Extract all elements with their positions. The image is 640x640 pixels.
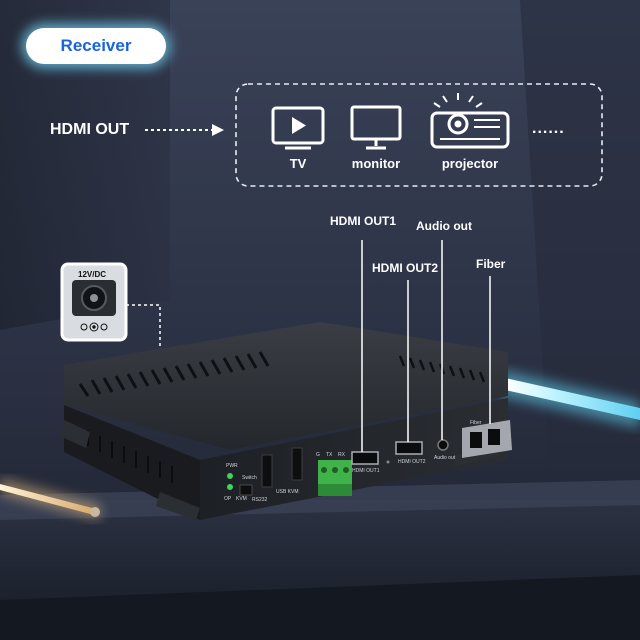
tv-icon [271,106,325,150]
port-label-hdmi-out1: HDMI OUT1 [330,214,396,228]
receiver-device [60,322,512,520]
marking-fiber: Fiber [470,420,482,426]
cyan-light-bar [500,370,640,428]
marking-pwr: PWR [226,463,238,469]
marking-rx: RX [338,452,345,458]
warm-light-rod [0,478,100,520]
monitor-icon [350,105,402,150]
hdmi-out-label: HDMI OUT [50,121,130,138]
rs232-terminal [318,460,352,496]
marking-audio-out: Audio out [434,455,456,461]
marking-tx: TX [326,452,333,458]
leader-lines [360,240,492,452]
port-label-fiber: Fiber [476,257,506,271]
power-label: 12V/DC [78,270,107,279]
marking-gnd: G [316,452,320,458]
sfp-module [462,420,512,458]
more-devices-label: ...... [532,120,565,137]
receiver-badge: Receiver [26,28,166,64]
dc-polarity-icon [80,322,108,332]
marking-switch: Switch [242,475,257,481]
marking-kvm: KVM [236,496,247,502]
marking-rs232: RS232 [252,497,268,503]
device-label-tv: TV [289,156,307,171]
port-label-hdmi-out2: HDMI OUT2 [372,261,438,275]
marking-op: OP [224,496,232,502]
marking-hdmi-out1: HDMI OUT1 [352,468,380,474]
port-label-audio-out: Audio out [416,219,472,233]
projector-icon [430,93,510,149]
device-label-monitor: monitor [351,156,401,171]
device-label-projector: projector [441,156,499,171]
marking-hdmi-out2: HDMI OUT2 [398,459,426,465]
marking-usb-kvm: USB KVM [276,489,299,495]
